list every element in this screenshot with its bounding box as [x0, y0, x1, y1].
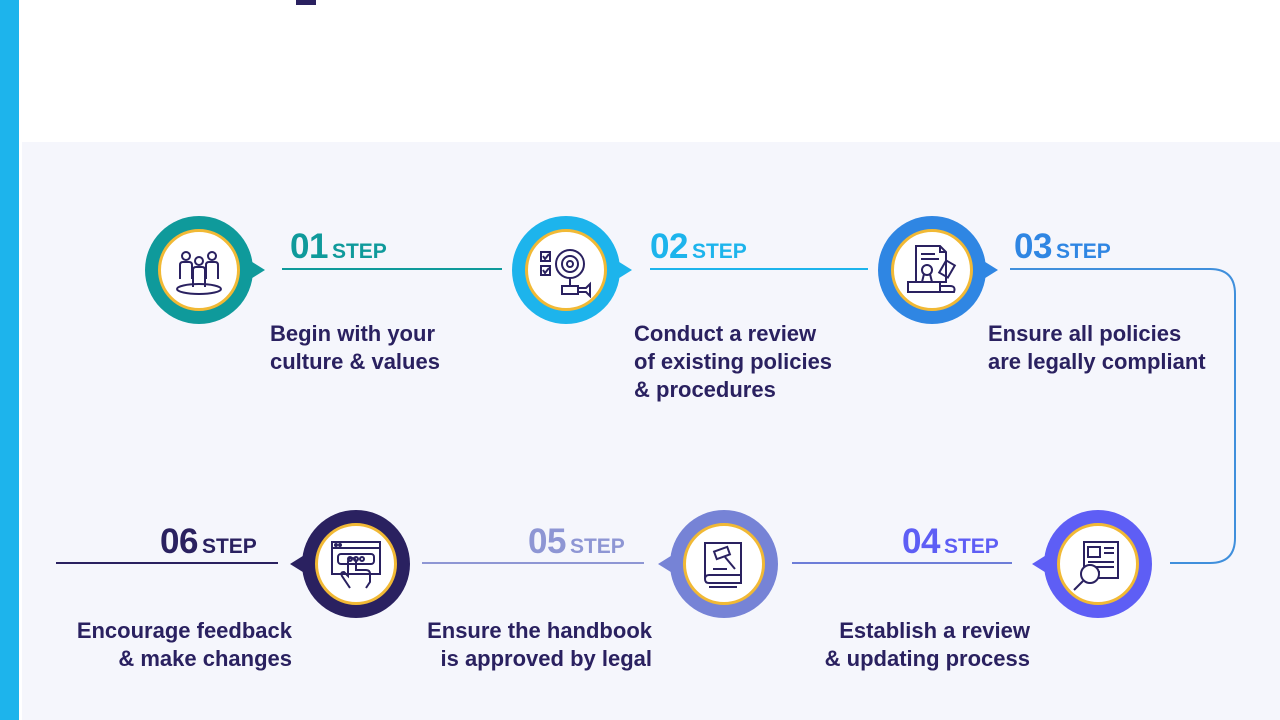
feedback-hand-click-icon [331, 541, 381, 589]
newspaper-search-icon [1073, 541, 1119, 591]
step-05-description: Ensure the handbook is approved by legal [427, 618, 652, 671]
step-02-description: Conduct a review of existing policies & … [634, 321, 833, 402]
review-magnifier-checklist-icon [540, 249, 591, 298]
connector-line-1 [282, 268, 502, 270]
step-02-circle [512, 216, 632, 324]
connector-curve-3-4 [1010, 268, 1236, 564]
step-04-circle [1032, 510, 1152, 618]
connector-line-6 [56, 562, 278, 564]
step-06-description: Encourage feedback & make changes [76, 618, 292, 671]
step-05-circle [658, 510, 778, 618]
step-06-circle [290, 510, 410, 618]
step-01-circle [145, 216, 265, 324]
connector-line-4-5 [792, 562, 1012, 564]
title-fragment [296, 0, 316, 5]
step-03-circle [878, 216, 998, 324]
law-book-gavel-icon [704, 542, 742, 588]
step-03-description: Ensure all policies are legally complian… [988, 321, 1206, 374]
step-01-description: Begin with your culture & values [270, 321, 440, 374]
connector-line-2 [650, 268, 868, 270]
left-accent-bar [0, 0, 19, 720]
team-people-icon [176, 251, 222, 295]
step-04-description: Establish a review & updating process [824, 618, 1030, 671]
connector-line-5-6 [422, 562, 644, 564]
legal-document-gavel-icon [907, 245, 957, 293]
